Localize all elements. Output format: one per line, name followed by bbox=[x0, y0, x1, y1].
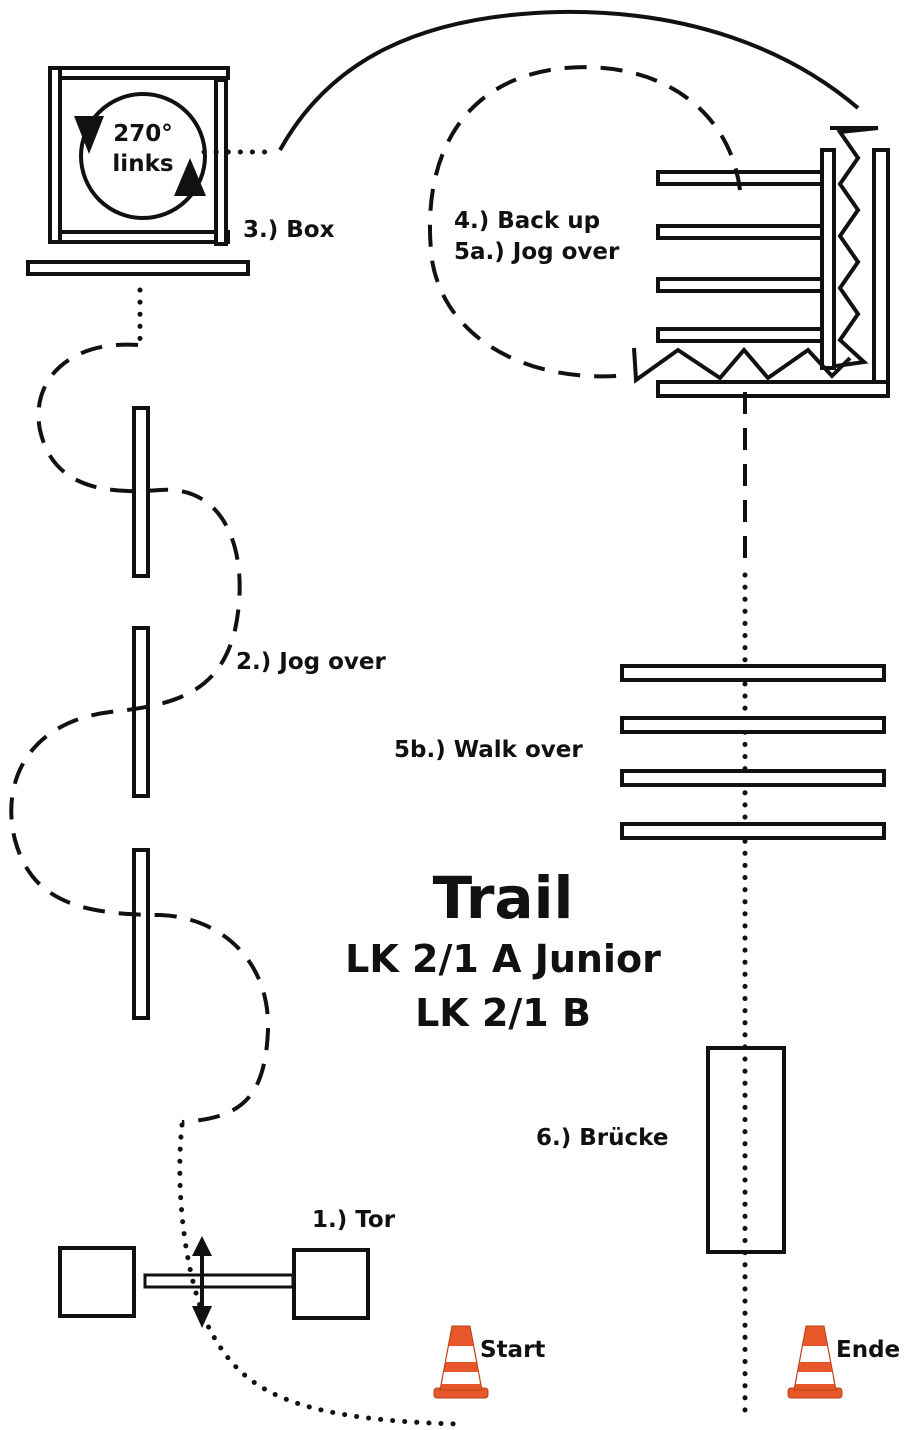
jog-pole-1 bbox=[132, 406, 150, 578]
chute-pole-bottom bbox=[656, 380, 890, 398]
arc-path-to-backup bbox=[278, 9, 860, 151]
jog-pole-2 bbox=[132, 626, 150, 798]
end-cone-icon bbox=[787, 1325, 843, 1399]
walk-pole-2 bbox=[620, 716, 886, 734]
turn-arrow-up-icon bbox=[174, 158, 206, 196]
jog-over-poles bbox=[132, 406, 150, 1020]
box-entry-pole bbox=[26, 260, 250, 276]
walk-pole-3 bbox=[620, 769, 886, 787]
box-pole-left bbox=[48, 66, 62, 244]
station-back-up-label: 4.) Back up bbox=[454, 208, 600, 234]
chute-pole-outer-vertical bbox=[872, 148, 890, 398]
chute-pole-1 bbox=[656, 170, 828, 186]
turn-degree-label: 270° bbox=[113, 121, 173, 147]
chute-pole-2 bbox=[656, 224, 828, 240]
gate-arrow-up-icon bbox=[192, 1236, 212, 1256]
walk-pole-4 bbox=[620, 822, 886, 840]
backup-chute bbox=[632, 126, 890, 398]
box-pole-top bbox=[48, 66, 230, 80]
station-jog-over-5a-label: 5a.) Jog over bbox=[454, 239, 620, 265]
chute-pole-4 bbox=[656, 327, 828, 343]
chute-pole-inner-vertical bbox=[820, 148, 836, 370]
gate-rope bbox=[143, 1273, 295, 1289]
jog-pole-3 bbox=[132, 848, 150, 1020]
gate-obstacle bbox=[58, 1236, 370, 1328]
walk-pole-1 bbox=[620, 664, 886, 682]
walk-over-poles bbox=[620, 664, 886, 840]
box-pole-bottom bbox=[48, 230, 230, 244]
diagram-subtitle-2: LK 2/1 B bbox=[415, 991, 591, 1035]
jog-over-serpentine-dashed-path bbox=[9, 342, 271, 1124]
diagram-subtitle-1: LK 2/1 A Junior bbox=[345, 937, 661, 981]
gate-post-left bbox=[58, 1246, 136, 1318]
station-bridge-label: 6.) Brücke bbox=[536, 1125, 668, 1151]
station-box-label: 3.) Box bbox=[243, 217, 335, 243]
turn-circle bbox=[79, 92, 207, 220]
chute-pole-3 bbox=[656, 277, 828, 293]
start-label: Start bbox=[480, 1337, 545, 1363]
start-dotted-path bbox=[177, 1122, 463, 1427]
station-tor-label: 1.) Tor bbox=[312, 1207, 396, 1233]
station-jog-over-label: 2.) Jog over bbox=[236, 649, 386, 675]
box-pole-right bbox=[214, 78, 228, 246]
turn-direction-label: links bbox=[112, 151, 173, 177]
end-label: Ende bbox=[836, 1337, 900, 1363]
chute-zigzag-right bbox=[830, 126, 879, 368]
start-cone-icon bbox=[433, 1325, 489, 1399]
bridge-obstacle bbox=[706, 1046, 786, 1254]
gate-post-right bbox=[292, 1248, 370, 1320]
backup-loop-dashed-path bbox=[427, 65, 742, 379]
station-walk-over-label: 5b.) Walk over bbox=[394, 737, 583, 763]
turn-arrow-down-icon bbox=[74, 116, 104, 154]
chute-zigzag-bottom bbox=[632, 346, 852, 384]
box-obstacle: 270° links bbox=[26, 66, 250, 276]
diagram-title: Trail bbox=[433, 864, 574, 932]
